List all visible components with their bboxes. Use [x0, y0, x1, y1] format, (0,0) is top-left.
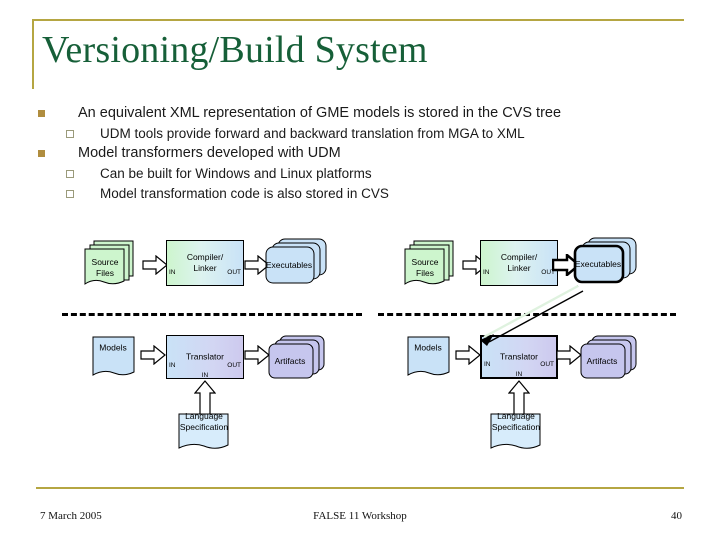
compiler-linker-box-left: Compiler/ Linker IN OUT: [166, 240, 244, 286]
bullet-hollow-square-icon: [66, 130, 74, 138]
bullet-square-icon: [38, 150, 45, 157]
translator-box-right: Translator IN OUT IN: [480, 335, 558, 379]
language-specification-label-left: Language Specification: [179, 411, 229, 432]
build-system-diagram: Source Files Compiler/ Linker IN OUT: [0, 228, 720, 468]
port-in-translator-right: IN: [484, 361, 491, 368]
compiler-linker-label-right: Compiler/ Linker: [500, 252, 538, 273]
port-out-compiler-right: OUT: [541, 269, 555, 276]
executables-label-left: Executables: [265, 260, 313, 270]
dashed-separator-left: [62, 313, 362, 316]
dashed-separator-right: [378, 313, 676, 316]
executables-stack-right: Executables: [570, 236, 642, 288]
title-rule-top: [32, 19, 684, 21]
port-bottom-in-translator-right: IN: [515, 371, 523, 378]
arrow-models-to-translator-right: [455, 345, 481, 365]
page-title: Versioning/Build System: [42, 29, 428, 71]
artifacts-stack-right: Artifacts: [578, 335, 640, 381]
executables-stack-left: Executables: [262, 238, 330, 286]
translator-box-left: Translator IN OUT IN: [166, 335, 244, 379]
artifacts-label-right: Artifacts: [586, 356, 618, 366]
footer-event: FALSE 11 Workshop: [313, 510, 407, 522]
models-doc-left: Models: [90, 336, 138, 380]
title-rule-left: [32, 19, 34, 89]
port-in-translator-left: IN: [169, 362, 176, 369]
compiler-linker-label-left: Compiler/ Linker: [186, 252, 224, 273]
translator-label-left: Translator: [186, 351, 224, 362]
source-files-label-left: Source Files: [91, 257, 119, 278]
bullet-item: An equivalent XML representation of GME …: [36, 104, 686, 123]
arrow-compiler-to-executables-left: [244, 255, 270, 275]
translator-label-right: Translator: [500, 351, 538, 362]
compiler-linker-box-right: Compiler/ Linker IN OUT: [480, 240, 558, 286]
bullet-item: Model transformation code is also stored…: [36, 184, 686, 203]
bullet-item: Can be built for Windows and Linux platf…: [36, 164, 686, 183]
footer-page-number: 40: [671, 510, 682, 522]
language-specification-doc-left: Language Specification: [176, 411, 232, 453]
arrow-translator-to-artifacts-right: [556, 345, 582, 365]
language-specification-label-right: Language Specification: [491, 411, 541, 432]
port-in-compiler-right: IN: [483, 269, 490, 276]
arrow-translator-to-artifacts-left: [244, 345, 270, 365]
language-specification-doc-right: Language Specification: [488, 411, 544, 453]
artifacts-label-left: Artifacts: [274, 356, 306, 366]
port-out-translator-left: OUT: [227, 362, 241, 369]
source-files-stack-right: Source Files: [400, 240, 462, 290]
arrow-models-to-translator-left: [140, 345, 166, 365]
slide-footer: 7 March 2005 FALSE 11 Workshop 40: [0, 510, 720, 526]
bullet-text: Model transformers developed with UDM: [78, 145, 341, 161]
bullet-hollow-square-icon: [66, 190, 74, 198]
executables-label-right: Executables: [574, 259, 622, 269]
bullet-hollow-square-icon: [66, 170, 74, 178]
port-out-compiler-left: OUT: [227, 269, 241, 276]
arrow-compiler-to-executables-right: [552, 254, 580, 276]
footer-rule: [36, 487, 684, 489]
port-out-translator-right: OUT: [540, 361, 554, 368]
source-files-label-right: Source Files: [411, 257, 439, 278]
arrow-source-to-compiler-left: [142, 255, 168, 275]
models-label-right: Models: [414, 342, 442, 353]
bullet-text: Can be built for Windows and Linux platf…: [100, 166, 372, 181]
port-bottom-in-translator-left: IN: [201, 372, 209, 379]
bullet-item: Model transformers developed with UDM: [36, 144, 686, 163]
bullet-item: UDM tools provide forward and backward t…: [36, 124, 686, 143]
bullet-text: Model transformation code is also stored…: [100, 186, 389, 201]
source-files-stack-left: Source Files: [80, 240, 142, 290]
bullet-list: An equivalent XML representation of GME …: [36, 104, 686, 204]
models-doc-right: Models: [405, 336, 453, 380]
arrow-spec-to-translator-left: [194, 380, 216, 416]
bullet-square-icon: [38, 110, 45, 117]
artifacts-stack-left: Artifacts: [266, 335, 328, 381]
footer-date: 7 March 2005: [40, 510, 102, 522]
models-label-left: Models: [99, 342, 127, 353]
bullet-text: UDM tools provide forward and backward t…: [100, 126, 525, 141]
port-in-compiler-left: IN: [169, 269, 176, 276]
bullet-text: An equivalent XML representation of GME …: [78, 105, 562, 121]
arrow-spec-to-translator-right: [508, 380, 530, 416]
